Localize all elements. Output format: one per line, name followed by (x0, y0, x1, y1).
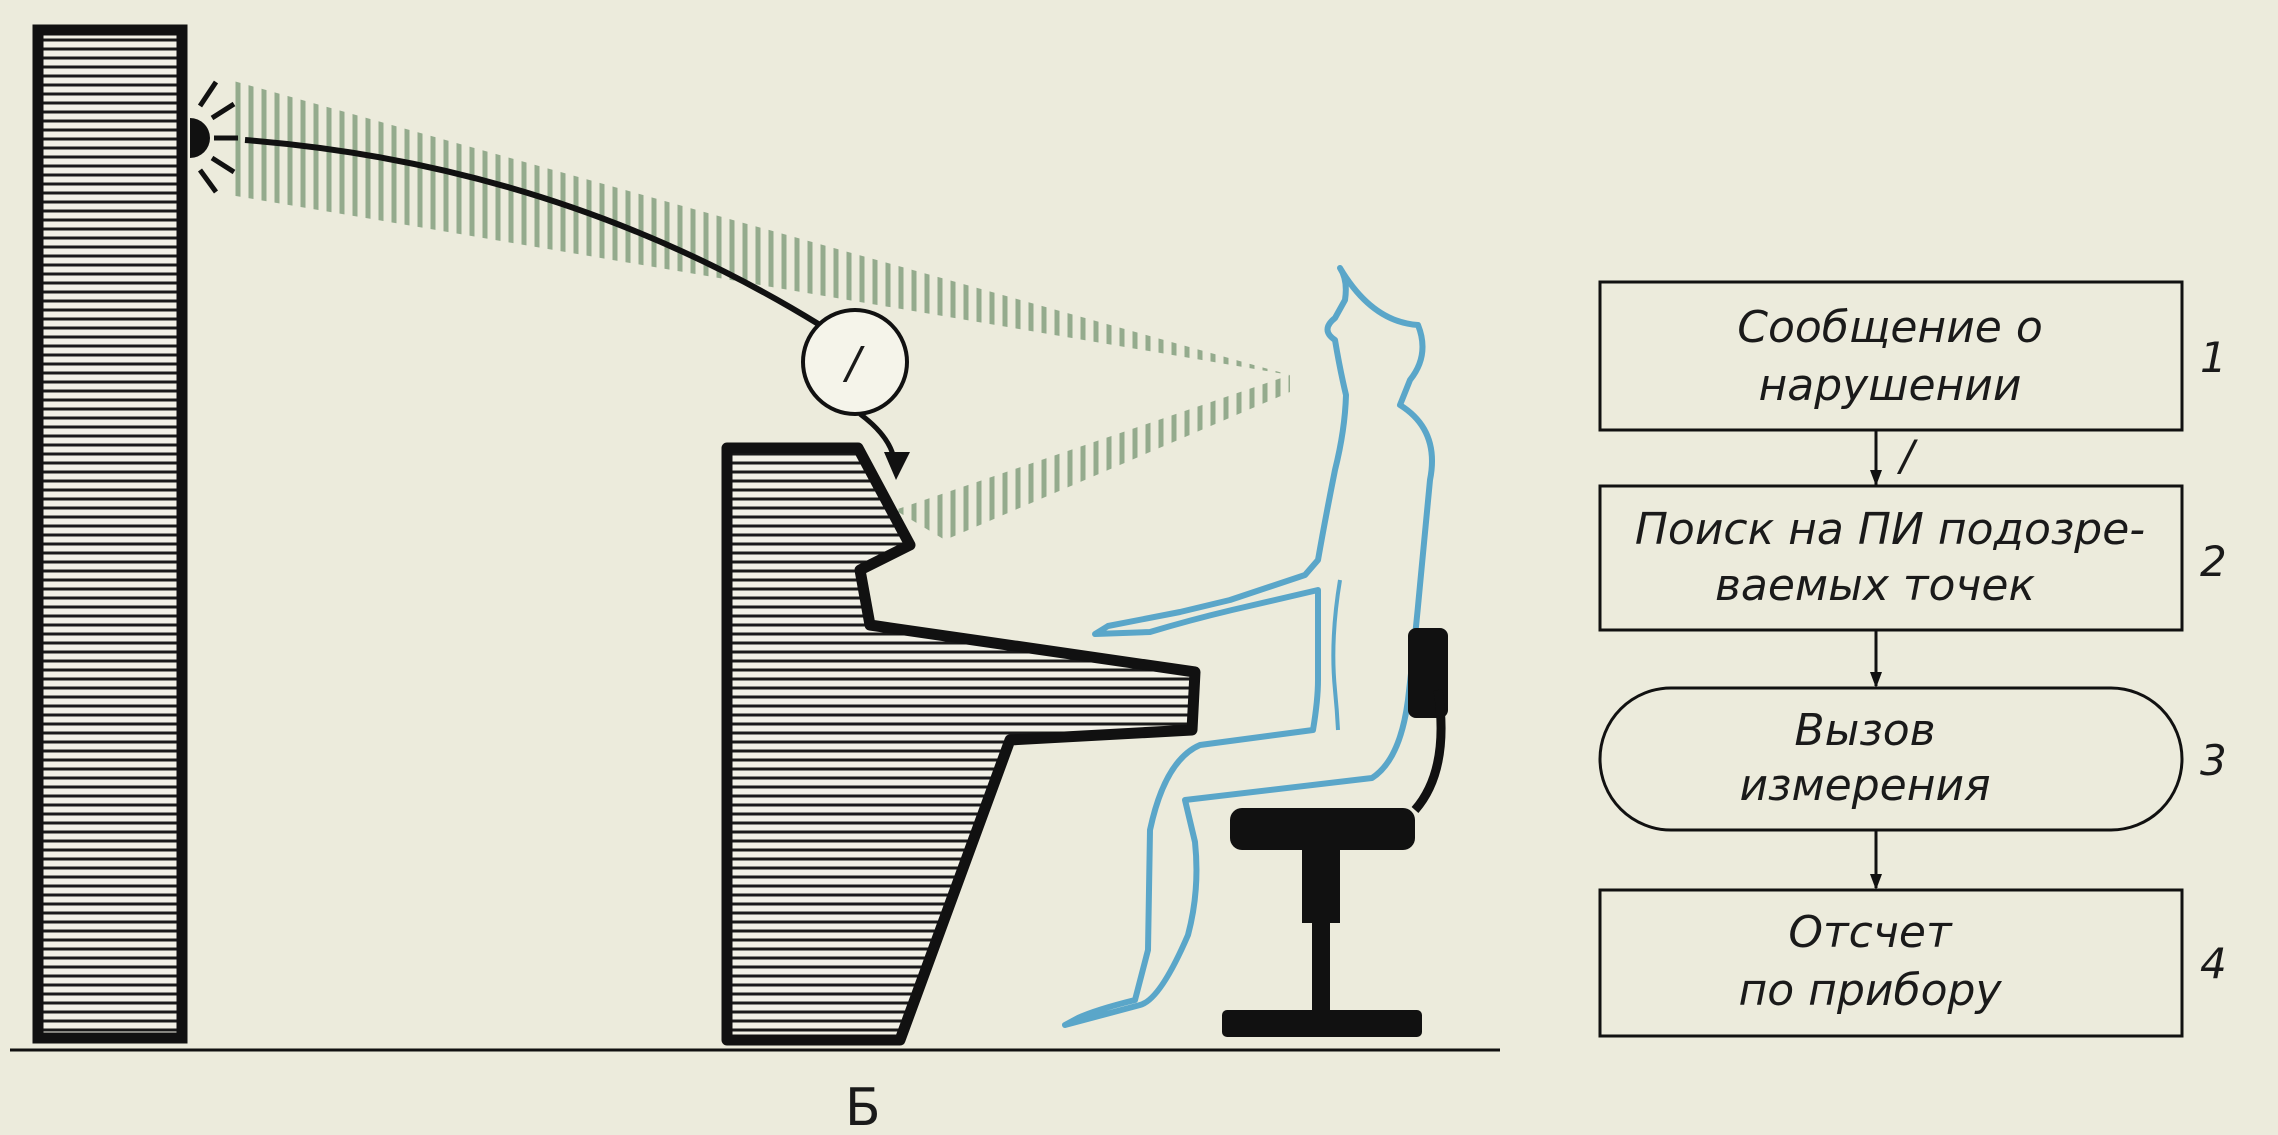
light-beam-lower (895, 375, 1290, 540)
flow-step-3: Вызов измерения 3 (1600, 688, 2227, 830)
flow-step-1-number: 1 (2200, 333, 2227, 382)
flow-step-2-line1: Поиск на ПИ подозре- (1635, 504, 2145, 555)
flow-step-3-line1: Вызов (1794, 705, 1935, 756)
flow-step-4: Отсчет по прибору 4 (1600, 890, 2227, 1036)
flow-step-4-line1: Отсчет (1788, 907, 1953, 958)
operator-figure (1065, 268, 1432, 1025)
flow-arrow-2-3 (1870, 672, 1882, 688)
flow-step-3-number: 3 (2200, 736, 2227, 785)
figure-label: Б (845, 1078, 881, 1135)
flow-arrow-3-4 (1870, 874, 1882, 890)
dial-gauge-icon: / (803, 310, 907, 414)
flow-step-3-line2: измерения (1739, 760, 1990, 811)
flow-arrow-1-2 (1870, 470, 1882, 486)
flow-step-1-line2: нарушении (1759, 360, 2022, 411)
gauge-arrow-head (884, 452, 910, 480)
flowchart: / Сообщение о нарушении 1 Поиск на ПИ по… (1600, 282, 2227, 1036)
flow-step-2: Поиск на ПИ подозре- ваемых точек 2 (1600, 486, 2227, 630)
flow-step-4-number: 4 (2200, 939, 2227, 988)
flow-step-2-number: 2 (2200, 537, 2227, 586)
light-beam-upper (230, 80, 1290, 375)
flow-step-1: Сообщение о нарушении 1 (1600, 282, 2227, 430)
flow-step-2-line2: ваемых точек (1715, 560, 2036, 611)
control-console (727, 448, 1195, 1040)
flow-step-4-line2: по прибору (1739, 965, 2003, 1016)
signal-panel (38, 30, 182, 1038)
flow-step-1-line1: Сообщение о (1737, 302, 2043, 353)
operator-arm (1333, 580, 1340, 730)
flow-connector-mark: / (1896, 431, 1918, 480)
